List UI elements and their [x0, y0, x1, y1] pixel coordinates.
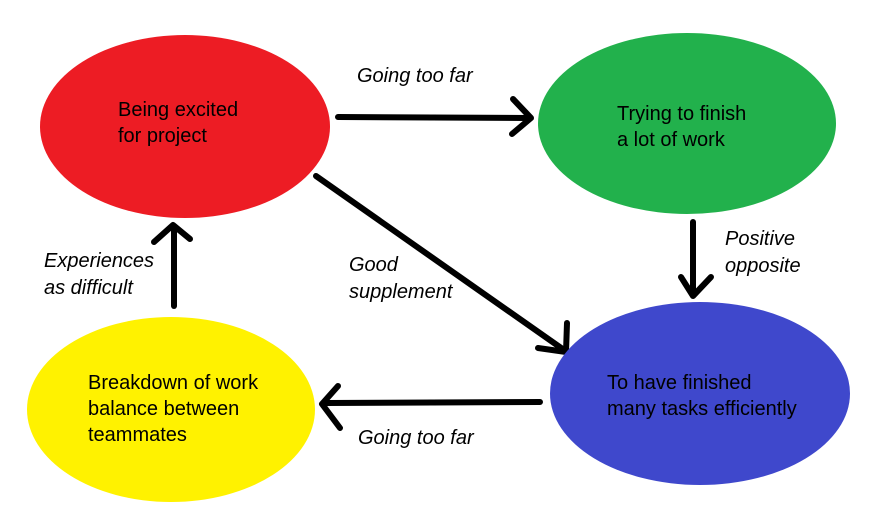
node-label: To have finished many tasks efficiently — [607, 372, 797, 420]
node-label: Being excited for project — [118, 99, 239, 147]
edge-label-positive-opposite: Positive opposite — [725, 228, 801, 277]
edge-label-good-supplement: Good supplement — [349, 254, 453, 303]
node-label: Trying to finish a lot of work — [617, 103, 747, 151]
node-breakdown-of-work-balance: Breakdown of work balance between teamma… — [27, 317, 315, 502]
node-label: Breakdown of work balance between teamma… — [88, 372, 259, 446]
arrow-finished-to-breakdown — [319, 383, 543, 431]
arrow-trying-to-finished — [678, 219, 714, 299]
node-being-excited-for-project: Being excited for project — [40, 35, 330, 218]
edge-label-experiences-as-difficult: Experiences as difficult — [44, 250, 155, 299]
node-trying-to-finish: Trying to finish a lot of work — [538, 33, 836, 214]
edge-label-going-too-far-bottom: Going too far — [358, 427, 474, 449]
arrow-excited-to-trying — [335, 96, 534, 137]
node-to-have-finished: To have finished many tasks efficiently — [550, 302, 850, 485]
edge-label-going-too-far-top: Going too far — [357, 65, 473, 87]
arrow-breakdown-to-excited — [151, 222, 193, 309]
